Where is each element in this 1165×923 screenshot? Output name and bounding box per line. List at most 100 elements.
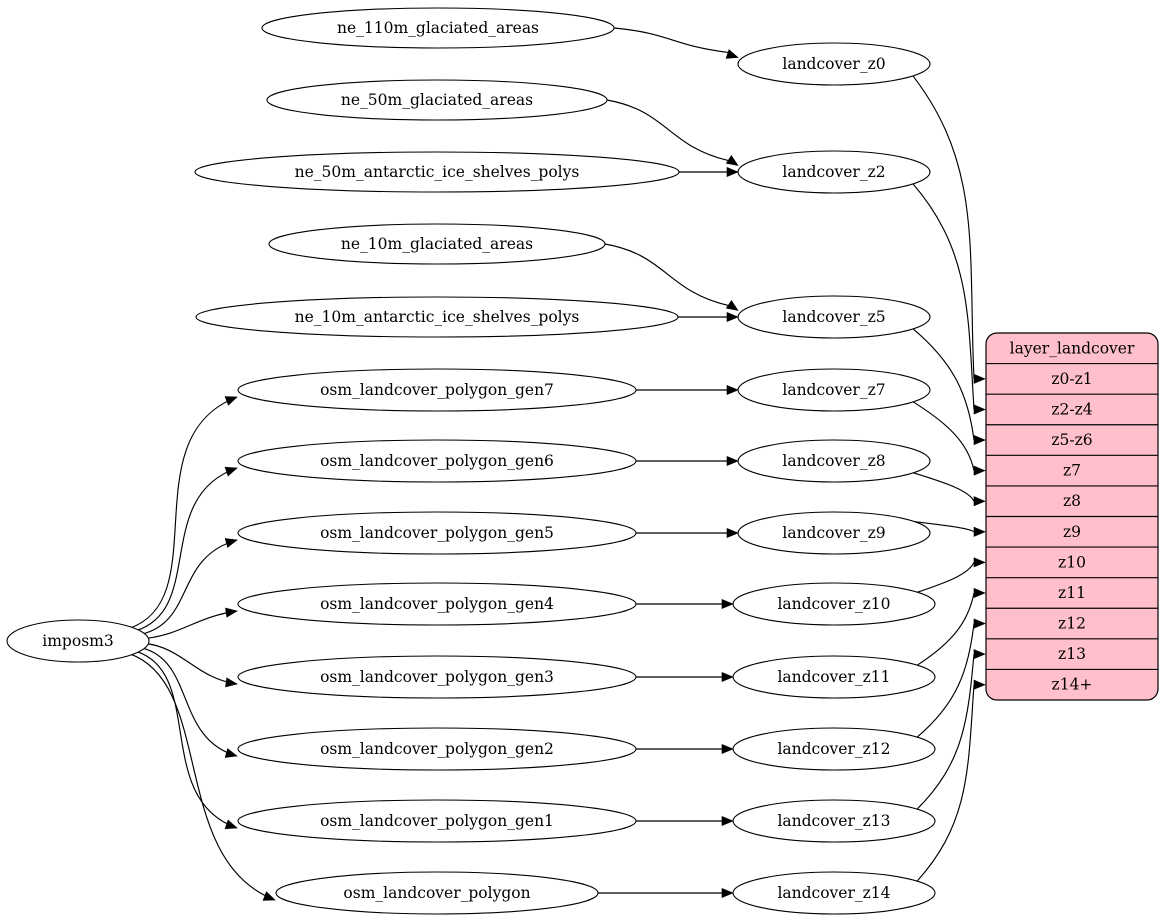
- edge-imposm3-to-osm_landcover_polygon_gen5: [141, 538, 238, 635]
- edge-landcover_z14-to-layer_landcover_z14_: [916, 679, 986, 882]
- node-osm_landcover_polygon_gen7[interactable]: osm_landcover_polygon_gen7: [237, 368, 637, 412]
- edge-landcover_z11-to-layer_landcover_z11: [916, 587, 986, 666]
- table-row-label-z14+[interactable]: z14+: [1052, 676, 1093, 694]
- node-label-osm_landcover_polygon_gen1: osm_landcover_polygon_gen1: [320, 812, 554, 830]
- node-osm_landcover_polygon_gen2[interactable]: osm_landcover_polygon_gen2: [237, 727, 637, 771]
- table-row-label-z5-z6[interactable]: z5-z6: [1051, 431, 1092, 449]
- edge-imposm3-to-osm_landcover_polygon_gen5-arrowhead: [224, 538, 238, 548]
- node-osm_landcover_polygon_gen1[interactable]: osm_landcover_polygon_gen1: [237, 799, 637, 843]
- node-osm_landcover_polygon_gen4[interactable]: osm_landcover_polygon_gen4: [237, 582, 637, 626]
- node-osm_landcover_polygon[interactable]: osm_landcover_polygon: [275, 871, 599, 915]
- node-landcover_z12[interactable]: landcover_z12: [732, 727, 936, 771]
- node-label-imposm3: imposm3: [42, 632, 113, 650]
- table-row-label-z12[interactable]: z12: [1058, 615, 1086, 633]
- node-ellipse-landcover_z5: [737, 295, 931, 339]
- node-label-landcover_z5: landcover_z5: [782, 308, 885, 326]
- node-label-ne_50m_antarctic_ice_shelves_polys: ne_50m_antarctic_ice_shelves_polys: [295, 163, 580, 181]
- edge-imposm3-to-osm_landcover_polygon_gen7-arrowhead: [224, 396, 238, 406]
- edge-imposm3-to-osm_landcover_polygon_gen5-line: [141, 539, 238, 635]
- node-label-osm_landcover_polygon_gen2: osm_landcover_polygon_gen2: [320, 740, 554, 758]
- node-landcover_z7[interactable]: landcover_z7: [737, 368, 931, 412]
- table-row-label-z8[interactable]: z8: [1063, 492, 1081, 510]
- table-row-label-z0-z1[interactable]: z0-z1: [1051, 370, 1092, 388]
- node-ellipse-landcover_z14: [732, 871, 936, 915]
- table-row-label-z10[interactable]: z10: [1058, 553, 1086, 571]
- node-ellipse-ne_50m_antarctic_ice_shelves_polys: [194, 151, 680, 193]
- layer-landcover-table: layer_landcoverz0-z1z2-z4z5-z6z7z8z9z10z…: [985, 332, 1159, 701]
- edge-landcover_z12-to-layer_landcover_z12: [916, 618, 986, 738]
- node-ellipse-osm_landcover_polygon_gen3: [237, 655, 637, 699]
- table-row-label-z7[interactable]: z7: [1063, 462, 1081, 480]
- edge-ne_10m_antarctic_ice_shelves_polys-to-landcover_z5: [678, 311, 739, 323]
- edge-ne_50m_glaciated_areas-to-landcover_z2-line: [606, 99, 729, 162]
- node-landcover_z0[interactable]: landcover_z0: [737, 42, 931, 86]
- edge-imposm3-to-osm_landcover_polygon_gen6: [135, 466, 238, 632]
- edge-imposm3-to-osm_landcover_polygon_gen4-arrowhead: [225, 607, 238, 618]
- node-ellipse-osm_landcover_polygon_gen5: [237, 511, 637, 555]
- edge-landcover_z2-to-layer_landcover_z2-z4: [912, 183, 986, 415]
- node-label-osm_landcover_polygon_gen6: osm_landcover_polygon_gen6: [320, 452, 554, 470]
- table-row-label-z9[interactable]: z9: [1063, 523, 1081, 541]
- node-landcover_z11[interactable]: landcover_z11: [732, 655, 936, 699]
- node-landcover_z14[interactable]: landcover_z14: [732, 871, 936, 915]
- node-label-osm_landcover_polygon_gen5: osm_landcover_polygon_gen5: [320, 524, 554, 542]
- table-row-label-z2-z4[interactable]: z2-z4: [1051, 400, 1092, 418]
- edge-landcover_z10-to-layer_landcover_z10-arrowhead: [973, 557, 986, 568]
- edge-osm_landcover_polygon_gen7-to-landcover_z7-arrowhead: [726, 384, 739, 396]
- node-ne_10m_glaciated_areas[interactable]: ne_10m_glaciated_areas: [268, 223, 606, 265]
- node-ellipse-ne_10m_glaciated_areas: [268, 223, 606, 265]
- node-landcover_z13[interactable]: landcover_z13: [732, 799, 936, 843]
- node-ellipse-landcover_z11: [732, 655, 936, 699]
- node-landcover_z2[interactable]: landcover_z2: [737, 150, 931, 194]
- edge-landcover_z7-to-layer_landcover_z7-arrowhead: [973, 465, 986, 476]
- node-ellipse-landcover_z0: [737, 42, 931, 86]
- edge-ne_50m_glaciated_areas-to-landcover_z2-arrowhead: [725, 155, 739, 166]
- node-landcover_z9[interactable]: landcover_z9: [737, 511, 931, 555]
- node-label-ne_50m_glaciated_areas: ne_50m_glaciated_areas: [341, 91, 533, 109]
- edge-imposm3-to-osm_landcover_polygon_gen1-line: [135, 650, 238, 829]
- edge-ne_50m_antarctic_ice_shelves_polys-to-landcover_z2: [679, 166, 739, 178]
- edge-osm_landcover_polygon_gen4-to-landcover_z10-arrowhead: [721, 598, 734, 610]
- node-label-ne_110m_glaciated_areas: ne_110m_glaciated_areas: [337, 19, 539, 37]
- node-ellipse-osm_landcover_polygon_gen6: [237, 439, 637, 483]
- edge-landcover_z2-to-layer_landcover_z2-z4-line: [912, 183, 975, 410]
- table-row-label-z13[interactable]: z13: [1058, 645, 1086, 663]
- node-label-landcover_z12: landcover_z12: [777, 740, 890, 758]
- edge-ne_10m_glaciated_areas-to-landcover_z5: [604, 243, 739, 311]
- node-osm_landcover_polygon_gen3[interactable]: osm_landcover_polygon_gen3: [237, 655, 637, 699]
- edge-osm_landcover_polygon_gen1-to-landcover_z13: [636, 815, 734, 827]
- node-ellipse-landcover_z13: [732, 799, 936, 843]
- edge-imposm3-to-osm_landcover_polygon_gen2-arrowhead: [224, 748, 238, 758]
- node-landcover_z8[interactable]: landcover_z8: [737, 439, 931, 483]
- table-row-label-z11[interactable]: z11: [1058, 584, 1086, 602]
- node-label-ne_10m_glaciated_areas: ne_10m_glaciated_areas: [341, 235, 533, 253]
- node-osm_landcover_polygon_gen5[interactable]: osm_landcover_polygon_gen5: [237, 511, 637, 555]
- edge-imposm3-to-osm_landcover_polygon_gen6-arrowhead: [224, 466, 238, 477]
- edge-osm_landcover_polygon-to-landcover_z14-arrowhead: [721, 887, 734, 899]
- node-label-landcover_z14: landcover_z14: [777, 884, 890, 902]
- table-layer_landcover[interactable]: layer_landcoverz0-z1z2-z4z5-z6z7z8z9z10z…: [985, 332, 1159, 701]
- node-ellipse-landcover_z7: [737, 368, 931, 412]
- edge-osm_landcover_polygon_gen2-to-landcover_z12: [636, 743, 734, 755]
- edge-imposm3-to-osm_landcover_polygon_gen6-line: [135, 467, 238, 632]
- node-label-landcover_z0: landcover_z0: [782, 55, 885, 73]
- node-ne_10m_antarctic_ice_shelves_polys[interactable]: ne_10m_antarctic_ice_shelves_polys: [195, 296, 679, 338]
- node-label-landcover_z7: landcover_z7: [782, 381, 885, 399]
- edge-ne_10m_glaciated_areas-to-landcover_z5-arrowhead: [725, 299, 739, 311]
- edge-imposm3-to-osm_landcover_polygon_gen4-line: [144, 610, 238, 640]
- node-osm_landcover_polygon_gen6[interactable]: osm_landcover_polygon_gen6: [237, 439, 637, 483]
- node-ellipse-landcover_z12: [732, 727, 936, 771]
- node-imposm3[interactable]: imposm3: [6, 619, 150, 663]
- node-label-landcover_z9: landcover_z9: [782, 524, 885, 542]
- edge-imposm3-to-osm_landcover_polygon_gen7: [129, 396, 238, 629]
- node-ne_50m_antarctic_ice_shelves_polys[interactable]: ne_50m_antarctic_ice_shelves_polys: [194, 151, 680, 193]
- node-landcover_z5[interactable]: landcover_z5: [737, 295, 931, 339]
- node-label-osm_landcover_polygon_gen4: osm_landcover_polygon_gen4: [320, 595, 554, 613]
- node-ellipse-osm_landcover_polygon_gen1: [237, 799, 637, 843]
- node-ne_110m_glaciated_areas[interactable]: ne_110m_glaciated_areas: [261, 7, 615, 49]
- edge-osm_landcover_polygon_gen4-to-landcover_z10: [636, 598, 734, 610]
- edge-landcover_z12-to-layer_landcover_z12-arrowhead: [973, 618, 986, 629]
- node-ne_50m_glaciated_areas[interactable]: ne_50m_glaciated_areas: [266, 79, 608, 121]
- node-landcover_z10[interactable]: landcover_z10: [732, 582, 936, 626]
- edge-landcover_z8-to-layer_landcover_z8: [912, 472, 986, 507]
